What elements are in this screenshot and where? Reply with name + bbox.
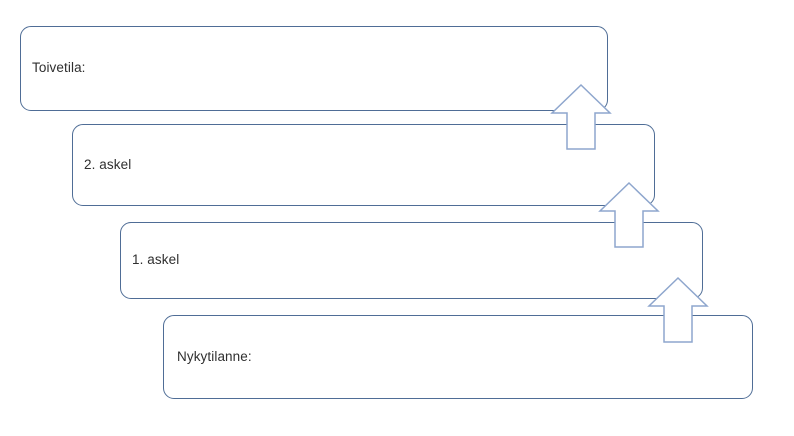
- step-box-toivetila[interactable]: Toivetila:: [20, 26, 608, 111]
- step-label-nykytilanne: Nykytilanne:: [177, 348, 252, 364]
- step-box-step1[interactable]: 1. askel: [120, 222, 703, 299]
- step-box-nykytilanne[interactable]: Nykytilanne:: [163, 315, 753, 399]
- step-box-step2[interactable]: 2. askel: [72, 124, 655, 206]
- step-label-step2: 2. askel: [84, 156, 132, 172]
- step-label-toivetila: Toivetila:: [32, 60, 86, 76]
- step-label-step1: 1. askel: [132, 252, 180, 268]
